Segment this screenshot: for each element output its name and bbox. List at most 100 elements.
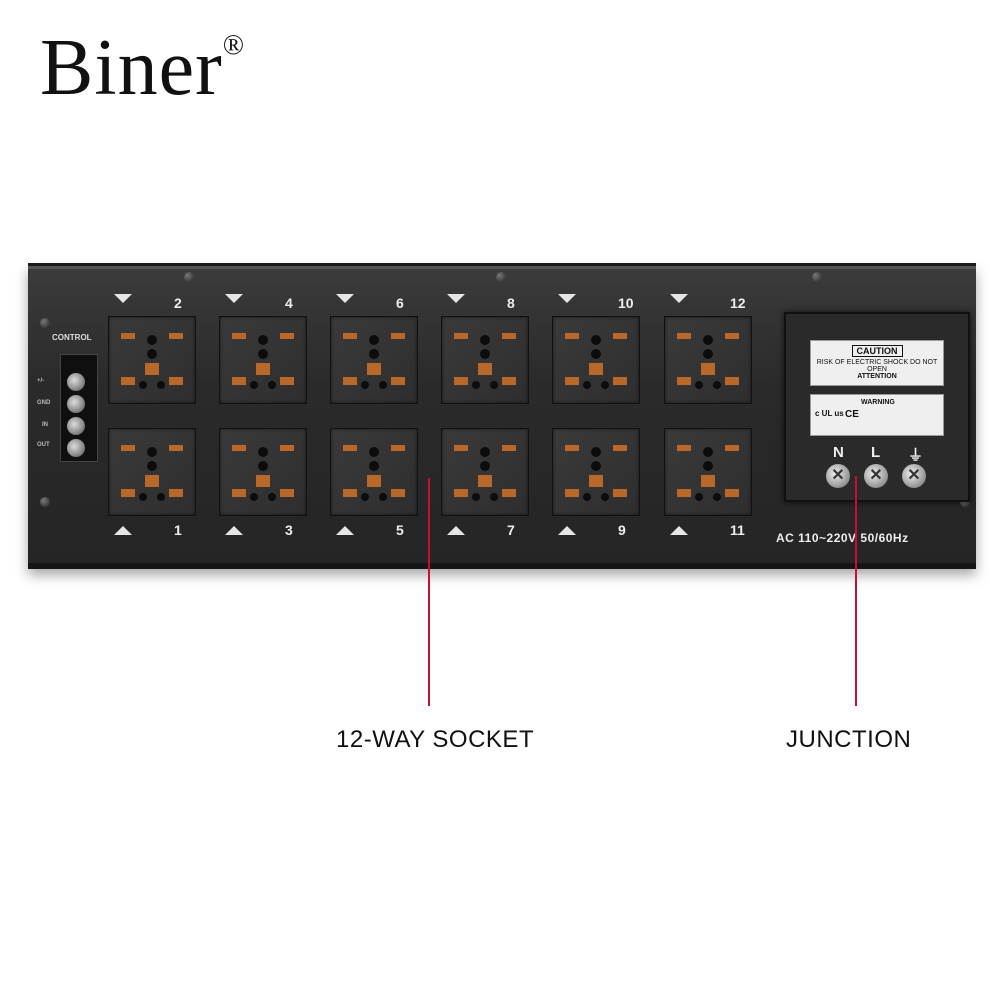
outlet-pin-hole	[695, 381, 703, 389]
outlet-contact	[565, 333, 579, 339]
panel-top-lip	[28, 263, 976, 267]
outlet-contact	[280, 333, 294, 339]
control-terminal-block	[60, 354, 98, 462]
brand-name: Biner	[40, 24, 223, 112]
terminal-screw-icon	[67, 395, 85, 413]
outlet-contact	[169, 445, 183, 451]
outlet-contact	[502, 377, 516, 385]
terminal-label: GND	[37, 400, 51, 406]
ul-cert-mark: c UL us	[815, 409, 844, 418]
terminal-screw-icon	[67, 417, 85, 435]
terminal-label: IN	[42, 422, 48, 428]
outlet-pin-hole	[258, 461, 268, 471]
arrow-up-icon	[670, 526, 688, 535]
outlet-pin-hole	[713, 493, 721, 501]
universal-outlet	[108, 316, 196, 404]
outlet-contact	[454, 445, 468, 451]
outlet-pin-hole	[601, 493, 609, 501]
screw-icon	[40, 318, 50, 328]
outlet-pin-hole	[480, 447, 490, 457]
outlet-pin-hole	[472, 381, 480, 389]
outlet-contact	[343, 445, 357, 451]
outlet-contact	[677, 489, 691, 497]
outlet-contact	[232, 489, 246, 497]
outlet-contact	[145, 363, 159, 375]
outlet-pin-hole	[591, 349, 601, 359]
outlet-contact	[280, 377, 294, 385]
arrow-up-icon	[114, 526, 132, 535]
outlet-contact	[725, 333, 739, 339]
outlet-contact	[613, 489, 627, 497]
terminal-screw-icon	[67, 439, 85, 457]
universal-outlet	[219, 428, 307, 516]
outlet-contact	[502, 333, 516, 339]
screw-icon	[960, 497, 970, 507]
socket-number-label: 3	[285, 522, 293, 538]
outlet-contact	[701, 363, 715, 375]
outlet-pin-hole	[268, 381, 276, 389]
outlet-pin-hole	[703, 461, 713, 471]
outlet-contact	[502, 489, 516, 497]
arrow-up-icon	[225, 526, 243, 535]
universal-outlet	[664, 316, 752, 404]
control-label: CONTROL	[52, 333, 92, 342]
outlet-contact	[454, 377, 468, 385]
arrow-down-icon	[114, 294, 132, 303]
outlet-pin-hole	[268, 493, 276, 501]
outlet-contact	[169, 489, 183, 497]
screw-icon	[812, 272, 822, 282]
outlet-pin-hole	[591, 335, 601, 345]
outlet-pin-hole	[480, 349, 490, 359]
junction-box: CAUTION RISK OF ELECTRIC SHOCK DO NOT OP…	[784, 312, 970, 502]
caution-label: CAUTION RISK OF ELECTRIC SHOCK DO NOT OP…	[810, 340, 944, 386]
outlet-contact	[454, 489, 468, 497]
screw-icon	[496, 272, 506, 282]
outlet-contact	[725, 377, 739, 385]
outlet-contact	[701, 475, 715, 487]
outlet-pin-hole	[703, 447, 713, 457]
outlet-pin-hole	[369, 349, 379, 359]
outlet-contact	[280, 445, 294, 451]
warning-label: WARNING c UL us CE	[810, 394, 944, 436]
terminal-label: +/-	[37, 378, 45, 384]
socket-callout-label: 12-WAY SOCKET	[336, 726, 535, 753]
universal-outlet	[664, 428, 752, 516]
arrow-up-icon	[447, 526, 465, 535]
live-terminal-screw-icon: ✕	[864, 464, 888, 488]
outlet-contact	[565, 445, 579, 451]
outlet-pin-hole	[258, 349, 268, 359]
outlet-pin-hole	[480, 461, 490, 471]
outlet-contact	[367, 475, 381, 487]
outlet-pin-hole	[369, 335, 379, 345]
outlet-pin-hole	[147, 461, 157, 471]
outlet-pin-hole	[583, 381, 591, 389]
socket-number-label: 7	[507, 522, 515, 538]
universal-outlet	[441, 316, 529, 404]
arrow-down-icon	[336, 294, 354, 303]
caution-subtext: RISK OF ELECTRIC SHOCK DO NOT OPEN	[816, 359, 938, 373]
socket-number-label: 11	[730, 522, 745, 538]
outlet-pin-hole	[147, 335, 157, 345]
arrow-down-icon	[447, 294, 465, 303]
outlet-contact	[121, 377, 135, 385]
outlet-contact	[343, 377, 357, 385]
outlet-pin-hole	[369, 447, 379, 457]
outlet-pin-hole	[157, 493, 165, 501]
socket-callout-line	[428, 478, 430, 706]
arrow-down-icon	[670, 294, 688, 303]
outlet-contact	[502, 445, 516, 451]
outlet-pin-hole	[379, 493, 387, 501]
outlet-pin-hole	[583, 493, 591, 501]
socket-number-label: 4	[285, 295, 293, 311]
terminal-label: OUT	[37, 442, 50, 448]
caution-title: CAUTION	[851, 345, 903, 357]
screw-icon	[184, 272, 194, 282]
outlet-contact	[677, 377, 691, 385]
junction-callout-label: JUNCTION	[786, 726, 912, 753]
outlet-pin-hole	[703, 349, 713, 359]
socket-number-label: 6	[396, 295, 404, 311]
universal-outlet	[219, 316, 307, 404]
outlet-pin-hole	[379, 381, 387, 389]
outlet-contact	[677, 333, 691, 339]
attention-text: ATTENTION	[857, 373, 897, 380]
